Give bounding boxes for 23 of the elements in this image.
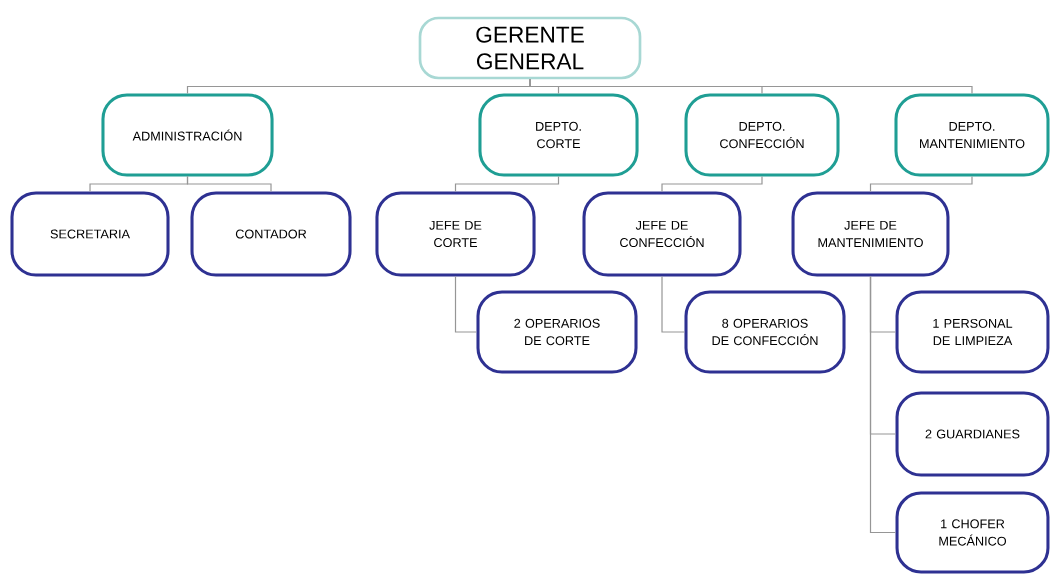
connector-line: [186, 175, 272, 193]
department-box: DEPTO. MANTENIMIENTO: [894, 93, 1050, 177]
connector-line: [454, 275, 478, 333]
position-box: JEFE DE CONFECCIÓN: [582, 191, 742, 277]
position-box: 2 GUARDIANES: [895, 391, 1050, 477]
connector-line: [454, 175, 560, 193]
position-box: 8 OPERARIOS DE CONFECCIÓN: [684, 290, 846, 374]
position-box: JEFE DE MANTENIMIENTO: [791, 191, 950, 277]
connector-line: [529, 78, 973, 95]
department-box: DEPTO. CORTE: [478, 93, 639, 177]
position-box: 2 OPERARIOS DE CORTE: [476, 290, 638, 374]
position-box: 1 CHOFER MECÁNICO: [895, 491, 1050, 574]
department-box: DEPTO. CONFECCIÓN: [684, 93, 840, 177]
position-box: SECRETARIA: [10, 191, 170, 277]
connector-line: [869, 275, 897, 534]
connector-line: [661, 175, 763, 193]
department-box: ADMINISTRACIÓN: [101, 93, 274, 177]
position-box: JEFE DE CORTE: [375, 191, 536, 277]
position-box: CONTADOR: [190, 191, 352, 277]
root-box: GERENTE GENERAL: [418, 16, 642, 80]
connector-line: [869, 175, 973, 193]
connector-line: [661, 275, 686, 333]
position-box: 1 PERSONAL DE LIMPIEZA: [895, 290, 1050, 374]
